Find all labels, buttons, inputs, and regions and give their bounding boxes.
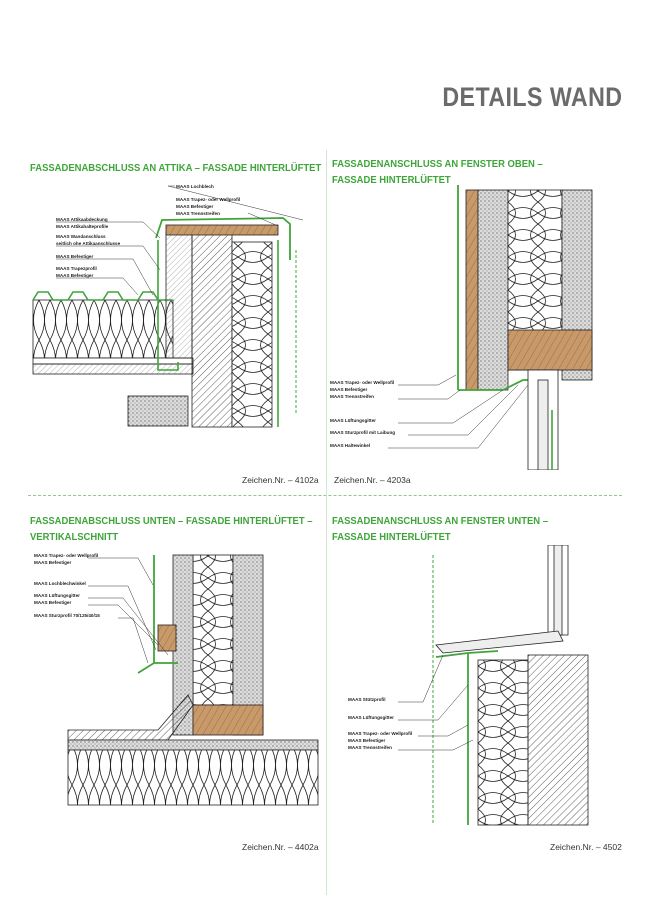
label-befestiger-b: MAAS Befestiger xyxy=(34,600,71,605)
label-sturzprofil: MAAS Sturzprofil 70/125/40/15 xyxy=(34,613,100,618)
roof-insulation xyxy=(67,749,319,806)
wall-insulation xyxy=(192,554,234,706)
panel-2-drawing: MAAS Trapez- oder Wellprofil MAAS Befest… xyxy=(328,180,622,470)
panel-2-title-line1: FASSADENANSCHLUSS AN FENSTER OBEN – xyxy=(332,158,543,170)
label-wandanschluss: MAAS Wandanschluss xyxy=(56,234,106,239)
label-sturzprofil: MAAS Sturzprofil mit Laibung xyxy=(330,430,395,435)
panel-1-title: FASSADENABSCHLUSS AN ATTIKA – FASSADE HI… xyxy=(30,160,321,176)
label-trennstreifen: MAAS Trennstreifen xyxy=(348,745,392,750)
panel-4-title: FASSADENANSCHLUSS AN FENSTER UNTEN – FAS… xyxy=(332,513,548,545)
panel-3-svg: MAAS Trapez- oder Wellprofil MAAS Befest… xyxy=(34,553,319,806)
panel-1-svg: MAAS Lochblech MAAS Trapez- oder Wellpro… xyxy=(32,184,304,428)
label-lochblech: MAAS Lochblech xyxy=(176,184,214,189)
label-attikaabdeckung: MAAS Attikaabdeckung xyxy=(56,217,108,222)
wall-insulation xyxy=(231,241,273,428)
panel-2-title: FASSADENANSCHLUSS AN FENSTER OBEN – FASS… xyxy=(332,156,543,188)
panel-1-drawing: MAAS Lochblech MAAS Trapez- oder Wellpro… xyxy=(28,180,323,428)
label-befestiger-a: MAAS Befestiger xyxy=(176,204,213,209)
label-befestiger-a: MAAS Befestiger xyxy=(34,560,71,565)
roof-deck xyxy=(67,739,319,751)
label-attikahalteprofile: MAAS Attikahalteprofile xyxy=(56,224,109,229)
window-sill xyxy=(435,630,564,654)
horizontal-divider xyxy=(28,495,622,496)
base-wood xyxy=(192,704,264,736)
panel-3-drawing-number: Zeichen.Nr. – 4402a xyxy=(242,842,319,852)
wall-insulation xyxy=(477,659,529,826)
panel-1-drawing-number: Zeichen.Nr. – 4102a xyxy=(242,475,319,485)
label-befestiger: MAAS Befestiger xyxy=(330,387,367,392)
wall-board xyxy=(477,189,509,391)
perforated-angle xyxy=(137,662,178,674)
panel-4-drawing-number: Zeichen.Nr. – 4502 xyxy=(550,842,622,852)
label-trennstreifen: MAAS Trennstreifen xyxy=(176,211,220,216)
support-profile xyxy=(435,650,499,658)
label-wandanschluss-note: seitlich ohe Attikaanschlusse xyxy=(56,241,121,246)
attic-wood xyxy=(165,224,279,236)
panel-2-drawing-number: Zeichen.Nr. – 4203a xyxy=(334,475,411,485)
beam xyxy=(127,395,189,427)
label-trapez: MAAS Trapez- oder Wellprofil xyxy=(348,731,412,736)
label-befestiger: MAAS Befestiger xyxy=(348,738,385,743)
concrete-wall xyxy=(527,654,589,826)
label-trapez: MAAS Trapez- oder Wellprofil xyxy=(34,553,98,558)
vertical-divider xyxy=(326,150,327,895)
label-trapezprofil: MAAS Trapezprofil xyxy=(56,266,97,271)
window-glass xyxy=(553,545,563,636)
roof-trapezoid-sheet xyxy=(32,291,173,301)
wall-connection-profile xyxy=(157,240,179,371)
page-title: DETAILS WAND xyxy=(441,82,622,112)
label-lochblechwinkel: MAAS Lochblechwinkel xyxy=(34,581,86,586)
panel-4-svg: MAAS Stützprofil MAAS Lüftungsgitter MAA… xyxy=(348,545,589,826)
panel-1-leader-lines xyxy=(56,185,304,296)
roof-layer xyxy=(32,357,194,365)
label-befestiger-c: MAAS Befestiger xyxy=(56,273,93,278)
panel-2-svg: MAAS Trapez- oder Wellprofil MAAS Befest… xyxy=(330,185,593,470)
panel-1-title-line1: FASSADENABSCHLUSS AN ATTIKA – FASSADE HI… xyxy=(30,162,322,174)
label-trapez: MAAS Trapez- oder Wellprofil xyxy=(330,380,394,385)
label-lueftungsgitter: MAAS Lüftungsgitter xyxy=(348,715,394,720)
panel-4-title-line2: FASSADE HINTERLÜFTET xyxy=(332,531,451,543)
concrete-wall xyxy=(191,231,233,428)
label-befestiger-b: MAAS Befestiger xyxy=(56,254,93,259)
window-glass xyxy=(537,379,549,470)
label-stuetzprofil: MAAS Stützprofil xyxy=(348,697,386,702)
panel-2-title-line2: FASSADE HINTERLÜFTET xyxy=(332,174,451,186)
label-haltewinkel: MAAS Haltewinkel xyxy=(330,443,370,448)
panel-3-leader-lines xyxy=(88,557,169,664)
label-trapez: MAAS Trapez- oder Wellprofil xyxy=(176,197,240,202)
panel-4-title-line1: FASSADENANSCHLUSS AN FENSTER UNTEN – xyxy=(332,515,548,527)
batten xyxy=(465,189,479,391)
label-lueftungsgitter: MAAS Lüftungsgitter xyxy=(34,593,80,598)
batten xyxy=(157,624,177,652)
panel-3-title-line1: FASSADENABSCHLUSS UNTEN – FASSADE HINTER… xyxy=(30,515,313,527)
roof-deck xyxy=(32,363,194,375)
label-lueftungsgitter: MAAS Lüftungsgitter xyxy=(330,418,376,423)
panel-3-title-line2: VERTIKALSCHNITT xyxy=(30,531,119,543)
label-trennstreifen: MAAS Trennstreifen xyxy=(330,394,374,399)
attic-insulation xyxy=(165,231,193,359)
attika-cover xyxy=(155,217,291,260)
panel-2-leader-lines xyxy=(388,374,529,449)
panel-3-title: FASSADENABSCHLUSS UNTEN – FASSADE HINTER… xyxy=(30,513,312,545)
panel-3-drawing: MAAS Trapez- oder Wellprofil MAAS Befest… xyxy=(28,545,323,830)
roof-insulation xyxy=(32,299,174,359)
panel-4-leader-lines xyxy=(398,654,474,751)
panel-4-drawing: MAAS Stützprofil MAAS Lüftungsgitter MAA… xyxy=(328,545,622,830)
lintel-wood xyxy=(507,329,593,371)
